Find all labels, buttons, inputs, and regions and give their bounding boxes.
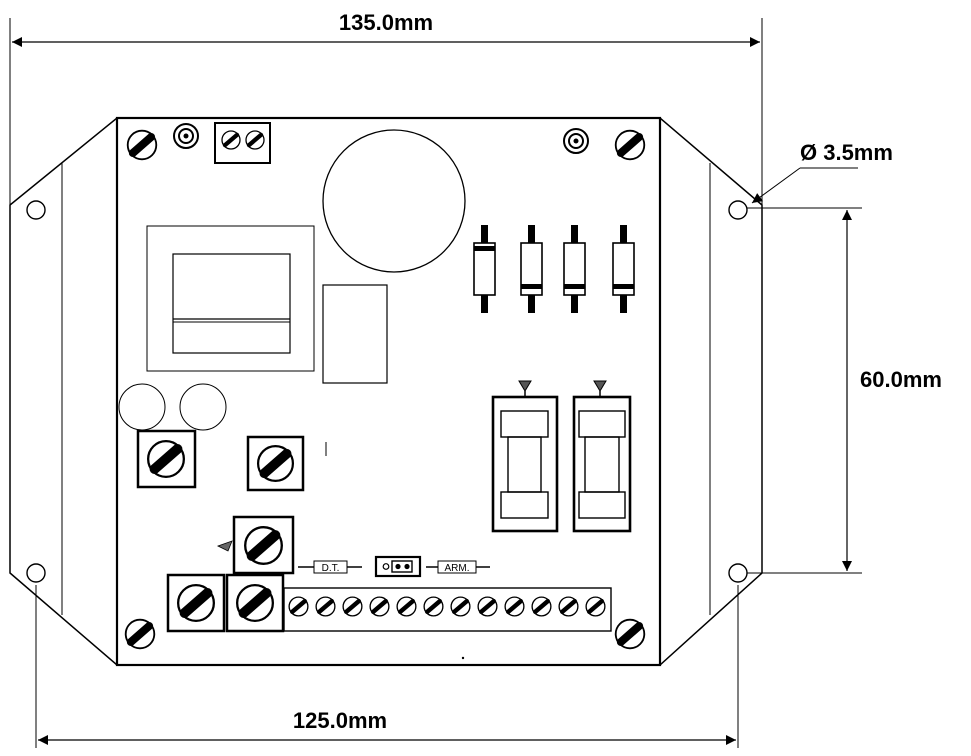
board-label-row: D.T. ARM. (298, 555, 490, 578)
capacitor (322, 129, 466, 273)
dimension-hole-spacing-width: 125.0mm (35, 585, 739, 748)
arm-label: ARM. (445, 563, 470, 574)
power-terminals (166, 573, 285, 633)
terminal-screw (424, 597, 443, 616)
ring-connectors (173, 123, 589, 154)
terminal-screw (505, 597, 524, 616)
diodes (473, 225, 635, 313)
terminal-screw (532, 597, 551, 616)
diode (520, 225, 543, 313)
screw-icon (616, 131, 645, 160)
dimension-overall-width: 135.0mm (9, 10, 763, 205)
dimension-hole-spacing-height: 60.0mm (742, 207, 942, 574)
terminal-screw (451, 597, 470, 616)
fuse-holders (491, 380, 632, 533)
dimension-hole-diameter: Ø 3.5mm (751, 140, 893, 204)
trimmer (232, 515, 295, 575)
overall-width-label: 135.0mm (339, 10, 433, 35)
fuse-holder (491, 380, 559, 533)
hole-diameter-label: Ø 3.5mm (800, 140, 893, 165)
enclosure-outline (9, 116, 763, 667)
mounting-holes (26, 200, 748, 583)
screw-icon (616, 620, 645, 649)
terminal-screw (370, 597, 389, 616)
round-component (118, 383, 166, 431)
trimmer-potentiometers (136, 429, 327, 575)
mounting-hole (26, 563, 46, 583)
mounting-hole (728, 200, 748, 220)
round-component (179, 383, 227, 431)
trimmer (246, 435, 305, 492)
terminal-screw (478, 597, 497, 616)
terminal-screw (397, 597, 416, 616)
trimmer (136, 429, 197, 489)
terminal-screw (586, 597, 605, 616)
jumper (374, 555, 422, 578)
top-terminal-block (214, 122, 271, 164)
screw-icon (128, 131, 157, 160)
mounting-hole (728, 563, 748, 583)
hole-spacing-height-label: 60.0mm (860, 367, 942, 392)
terminal-screw (559, 597, 578, 616)
hole-spacing-width-label: 125.0mm (293, 708, 387, 733)
relay (322, 284, 388, 384)
fuse-holder (572, 380, 632, 533)
terminal-screw (289, 597, 308, 616)
transformer (146, 225, 315, 372)
diode (563, 225, 586, 313)
mounting-hole (26, 200, 46, 220)
diode (473, 225, 496, 313)
terminal-screw (316, 597, 335, 616)
terminal-strip (283, 587, 612, 632)
terminal-screw (343, 597, 362, 616)
screw-icon (126, 620, 155, 649)
diode (612, 225, 635, 313)
dt-label: D.T. (322, 563, 340, 574)
